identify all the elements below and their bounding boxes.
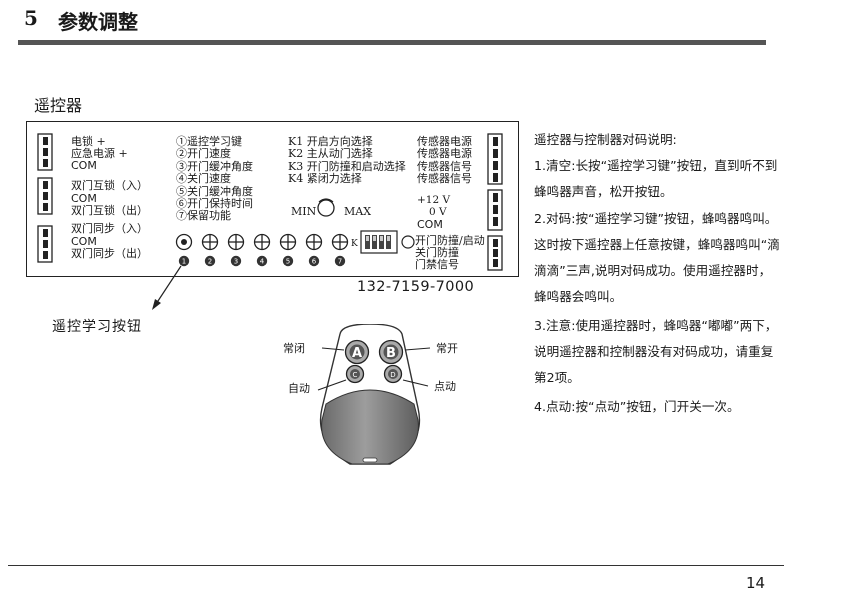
left-terminal-blocks <box>37 133 53 263</box>
function-item: ③开门缓冲角度 <box>176 159 253 173</box>
instruction-line: 3.注意:使用遥控器时，蜂鸣器“嘟嘟”两下， <box>534 318 778 333</box>
control-board: 电锁 + 应急电源 + COM 双门互锁（入） COM 双门互锁（出） 双门同步… <box>26 121 519 277</box>
function-list: ①遥控学习键 ②开门速度 ③开门缓冲角度 ④关门速度 ⑤关门缓冲角度 ⑥开门保持… <box>176 135 253 223</box>
terminal-label: 传感器信号 <box>417 159 472 173</box>
phone-number: 132-7159-7000 <box>357 279 475 295</box>
function-item: ⑦保留功能 <box>176 209 231 223</box>
learn-button-label: 遥控学习按钮 <box>52 319 142 335</box>
function-item: ②开门速度 <box>176 147 231 161</box>
knob-min-label: MIN <box>291 205 317 218</box>
extra-terminal-label: 开门防撞/启动 <box>415 234 485 247</box>
terminal-label: 传感器信号 <box>417 172 472 186</box>
function-item: ⑥开门保持时间 <box>176 197 253 211</box>
power-label: 0 V <box>429 206 447 218</box>
learn-button-icon <box>401 235 415 249</box>
remote-button-b: B <box>386 346 396 361</box>
terminal-label: 应急电源 + <box>71 147 128 160</box>
chapter-number: 5 <box>24 6 38 30</box>
remote-control-illustration: A B C D 常闭 常开 自动 点动 <box>283 324 458 465</box>
instruction-line: 1.清空:长按“遥控学习键”按钮，直到听不到 <box>534 158 778 173</box>
terminal-label: COM <box>71 235 97 248</box>
extra-terminal-label: 关门防撞 <box>415 246 459 259</box>
terminal-label: COM <box>71 192 97 205</box>
power-label: +12 V <box>417 194 451 206</box>
remote-button-a: A <box>352 346 362 361</box>
remote-button-d: D <box>390 371 395 379</box>
terminal-label: COM <box>71 159 97 172</box>
page-number: 14 <box>746 574 766 592</box>
power-label: COM <box>417 218 443 231</box>
terminal-label: 双门同步（入） <box>71 222 148 235</box>
instruction-line: 4.点动:按“点动”按钮，门开关一次。 <box>534 399 740 414</box>
remote-label-close: 常闭 <box>283 342 305 355</box>
remote-label-open: 常开 <box>436 342 458 355</box>
dip-label: K3 开门防撞和启动选择 <box>288 159 406 173</box>
dip-k-label: K <box>351 239 358 249</box>
knob-number: 3 <box>234 258 238 266</box>
knob-number: 5 <box>286 258 290 266</box>
terminal-label: 双门互锁（出） <box>71 204 148 217</box>
dip-label: K2 主从动门选择 <box>288 147 373 161</box>
instruction-line: 蜂鸣器声音，松开按钮。 <box>534 184 673 199</box>
knob-number: 6 <box>312 258 317 266</box>
potentiometer-row: 1 2 3 4 5 6 7 <box>175 233 349 267</box>
dip-label: K1 开启方向选择 <box>288 135 373 148</box>
pointer-arrow <box>152 265 182 310</box>
dip-switch-icon <box>360 230 398 254</box>
instruction-line: 蜂鸣器会鸣叫。 <box>534 289 623 304</box>
sensor-terminal-labels: 传感器电源 传感器电源 传感器信号 传感器信号 <box>417 135 472 186</box>
terminal-label: 双门同步（出） <box>71 247 148 260</box>
dip-label: K4 紧闭力选择 <box>288 172 362 186</box>
terminal-label: 传感器电源 <box>417 147 472 161</box>
extra-terminal-label: 门禁信号 <box>415 258 459 271</box>
knob-number: 1 <box>182 258 186 266</box>
instruction-line: 2.对码:按“遥控学习键”按钮，蜂鸣器鸣叫。 <box>534 211 778 226</box>
chapter-title: 参数调整 <box>58 10 138 34</box>
instruction-line: 说明遥控器和控制器没有对码成功，请重复 <box>534 344 774 359</box>
remote-label-jog: 点动 <box>434 380 456 393</box>
instruction-line: 这时按下遥控器上任意按键，蜂鸣器鸣叫“滴 <box>534 237 780 252</box>
knob-max-label: MAX <box>344 205 372 218</box>
knob-number: 2 <box>208 258 212 266</box>
function-item: ④关门速度 <box>176 172 231 186</box>
section-title: 遥控器 <box>34 96 83 115</box>
instruction-line: 第2项。 <box>534 370 580 385</box>
terminal-label: 电锁 + <box>71 135 106 148</box>
instructions-title: 遥控器与控制器对码说明: <box>534 132 677 147</box>
remote-button-c: C <box>353 371 358 379</box>
function-item: ⑤关门缓冲角度 <box>176 184 253 198</box>
header-rule <box>18 40 766 45</box>
knob-icon <box>317 198 335 217</box>
function-item: ①遥控学习键 <box>176 135 242 148</box>
remote-label-auto: 自动 <box>288 382 310 395</box>
dip-switch-legend: K1 开启方向选择 K2 主从动门选择 K3 开门防撞和启动选择 K4 紧闭力选… <box>288 135 406 186</box>
knob-number: 7 <box>338 258 342 266</box>
knob-number: 4 <box>260 258 265 266</box>
footer-rule <box>8 565 784 566</box>
instruction-line: 滴滴”三声,说明对码成功。使用遥控器时， <box>534 263 772 278</box>
terminal-label: 传感器电源 <box>417 135 472 148</box>
right-terminal-blocks <box>487 133 503 271</box>
terminal-label: 双门互锁（入） <box>71 179 148 192</box>
